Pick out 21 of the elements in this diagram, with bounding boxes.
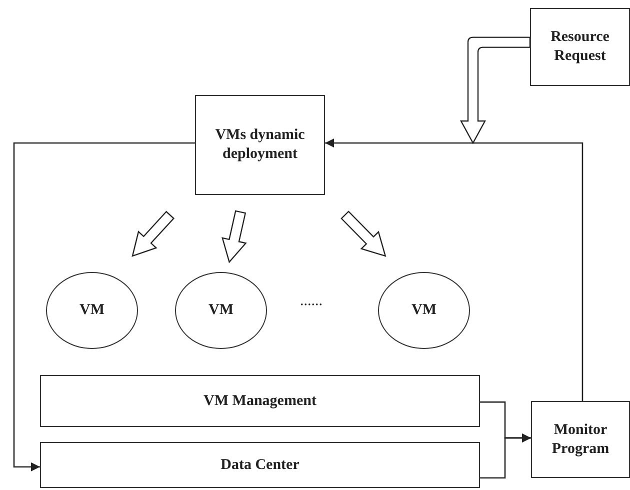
block-arrow [132,210,175,257]
block-arrow [222,210,247,264]
ellipsis-label: ...... [300,293,322,310]
node-label: Data Center [220,456,300,474]
connector-arrow [325,138,584,401]
node-label: Monitor Program [550,420,610,458]
node-label: Resource Request [550,28,610,66]
connector-arrow [480,433,531,479]
node-label: VM [208,301,234,320]
node-label: VMs dynamic deployment [214,126,306,164]
block-arrow [460,36,531,144]
block-arrow [340,210,386,257]
process-box [40,442,480,488]
node-label: VM Management [204,392,316,410]
process-box [40,375,480,427]
process-box [195,95,325,195]
process-box [530,8,630,86]
node-label: VM [412,301,436,320]
process-box [531,401,630,478]
node-label: VM [80,301,104,320]
connector-arrow [13,142,195,472]
